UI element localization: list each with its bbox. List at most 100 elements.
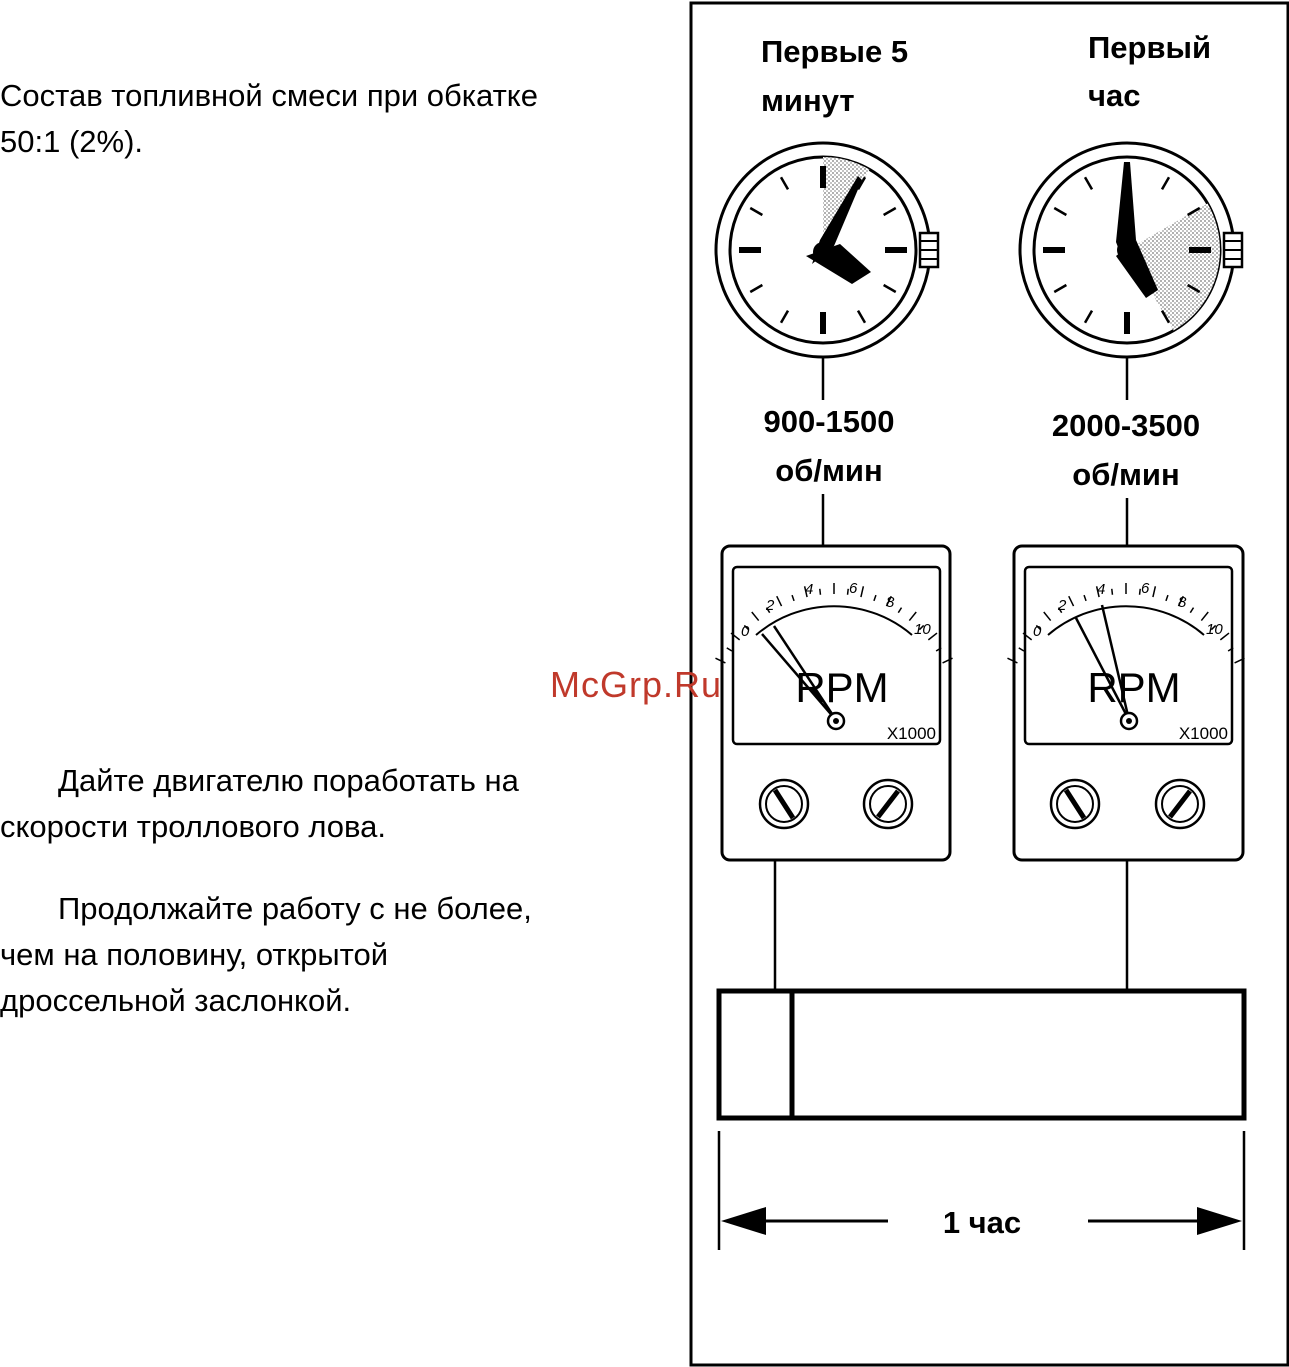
right-scale-10: 10 — [1206, 621, 1223, 638]
left-scale-6: 6 — [849, 580, 858, 597]
right-rpm-range: 2000-3500 — [1052, 408, 1200, 443]
left-rpm-range: 900-1500 — [763, 404, 894, 439]
right-clock-minute-hand — [1116, 162, 1136, 258]
left-adjust-knob-1[interactable] — [758, 778, 810, 830]
clock-tick — [1160, 176, 1171, 191]
clock-tick — [1186, 283, 1201, 294]
tachometer-tick — [730, 632, 741, 641]
mixture-line-2: 50:1 (2%). — [0, 124, 144, 159]
tachometer-tick — [726, 647, 733, 652]
tachometer-tick — [918, 624, 925, 631]
right-tachometer: 0 2 4 6 8 10 RPM X1000 — [1007, 544, 1245, 862]
right-needle-a — [1074, 617, 1131, 721]
tachometer-tick — [1007, 657, 1018, 664]
left-clock-label-1: Первые 5 — [761, 34, 908, 69]
left-tachometer-dial — [731, 565, 942, 746]
tachometer-tick — [819, 588, 822, 595]
tachometer-tick — [1057, 607, 1063, 614]
clock-tick — [779, 309, 790, 324]
left-clock-minute-hand — [812, 176, 862, 264]
left-needle-b — [772, 625, 838, 721]
left-multiplier: X1000 — [887, 724, 936, 743]
tachometer-tick — [1165, 594, 1169, 602]
right-rpm-unit: об/мин — [1072, 457, 1179, 492]
clock-tick — [1083, 176, 1094, 191]
clock-tick — [1186, 206, 1201, 217]
right-scale-2: 2 — [1057, 597, 1067, 614]
tachometer-tick — [751, 611, 760, 622]
tachometer-tick — [1200, 611, 1209, 622]
left-scale-4: 4 — [805, 581, 813, 598]
arrow-left-icon — [721, 1207, 766, 1235]
right-multiplier: X1000 — [1179, 724, 1228, 743]
diagram-frame — [689, 1, 1289, 1367]
right-adjust-knob-2[interactable] — [1154, 778, 1206, 830]
left-rpm-title: RPM — [795, 664, 888, 711]
clock-tick — [882, 283, 897, 294]
tachometer-tick — [1138, 588, 1141, 595]
step2-line-2: чем на половину, открытой — [0, 937, 389, 972]
tachometer-tick — [1022, 632, 1033, 641]
right-rpm-title: RPM — [1087, 664, 1180, 711]
tachometer-tick — [885, 595, 892, 607]
step1-paragraph: Дайте двигателю поработать на скорости т… — [0, 758, 640, 850]
step2-paragraph: Продолжайте работу с не более, чем на по… — [0, 886, 640, 1024]
clock-tick — [856, 176, 867, 191]
right-scale-0: 0 — [1033, 623, 1042, 640]
right-needle-b — [1100, 604, 1131, 721]
step1-line-1: Дайте двигателю поработать на — [58, 763, 519, 798]
tachometer-tick — [791, 594, 795, 602]
tachometer-tick — [860, 586, 865, 598]
tachometer-tick — [715, 657, 726, 664]
tachometer-tick — [1227, 647, 1234, 652]
duration-dimension: 1 час — [717, 1131, 1246, 1250]
tachometer-tick — [873, 594, 877, 602]
clock-tick — [779, 176, 790, 191]
clock-tick — [1053, 283, 1068, 294]
left-scale-2: 2 — [765, 597, 775, 614]
tachometer-tick — [743, 624, 750, 631]
left-rpm-unit: об/мин — [775, 453, 882, 488]
tachometer-tick — [1043, 611, 1052, 622]
left-scale-10: 10 — [914, 621, 931, 638]
left-adjust-knob-2[interactable] — [862, 778, 914, 830]
tachometer-tick — [942, 657, 953, 664]
clock-tick — [1053, 206, 1068, 217]
tachometer-tick — [1177, 595, 1184, 607]
tachometer-tick — [1189, 607, 1195, 614]
right-clock-label-1: Первый — [1088, 30, 1211, 65]
right-adjust-knob-1[interactable] — [1049, 778, 1101, 830]
tachometer-tick — [927, 632, 938, 641]
arrow-right-icon — [1197, 1207, 1242, 1235]
clock-tick — [1083, 309, 1094, 324]
mixture-line-1: Состав топливной смеси при обкатке — [0, 78, 538, 113]
left-scale-0: 0 — [741, 623, 750, 640]
tachometer-tick — [1210, 624, 1217, 631]
left-clock-icon — [714, 141, 940, 359]
left-needle-a — [761, 633, 837, 721]
right-scale-8: 8 — [1178, 594, 1187, 611]
mixture-paragraph: Состав топливной смеси при обкатке 50:1 … — [0, 73, 640, 165]
watermark: McGrp.Ru — [550, 664, 723, 705]
duration-label: 1 час — [943, 1205, 1021, 1240]
right-clock-label-2: час — [1088, 78, 1140, 113]
right-tachometer-dial — [1023, 565, 1234, 746]
right-clock-icon — [1018, 141, 1244, 359]
step1-line-2: скорости троллового лова. — [0, 809, 387, 844]
tachometer-tick — [1095, 586, 1100, 598]
left-tachometer: 0 2 4 6 8 10 RPM X1000 — [715, 544, 953, 862]
clock-tick — [749, 283, 764, 294]
step2-line-1: Продолжайте работу с не более, — [58, 891, 532, 926]
tachometer-tick — [1152, 586, 1157, 598]
timeline-bar — [716, 988, 1247, 1121]
right-scale-6: 6 — [1141, 580, 1150, 597]
clock-tick — [882, 206, 897, 217]
tachometer-tick — [935, 647, 942, 652]
tachometer-tick — [897, 607, 903, 614]
tachometer-tick — [1018, 647, 1025, 652]
step2-line-3: дроссельной заслонкой. — [0, 983, 352, 1018]
tachometer-tick — [1111, 588, 1114, 595]
tachometer-tick — [776, 595, 783, 607]
tachometer-tick — [1219, 632, 1230, 641]
